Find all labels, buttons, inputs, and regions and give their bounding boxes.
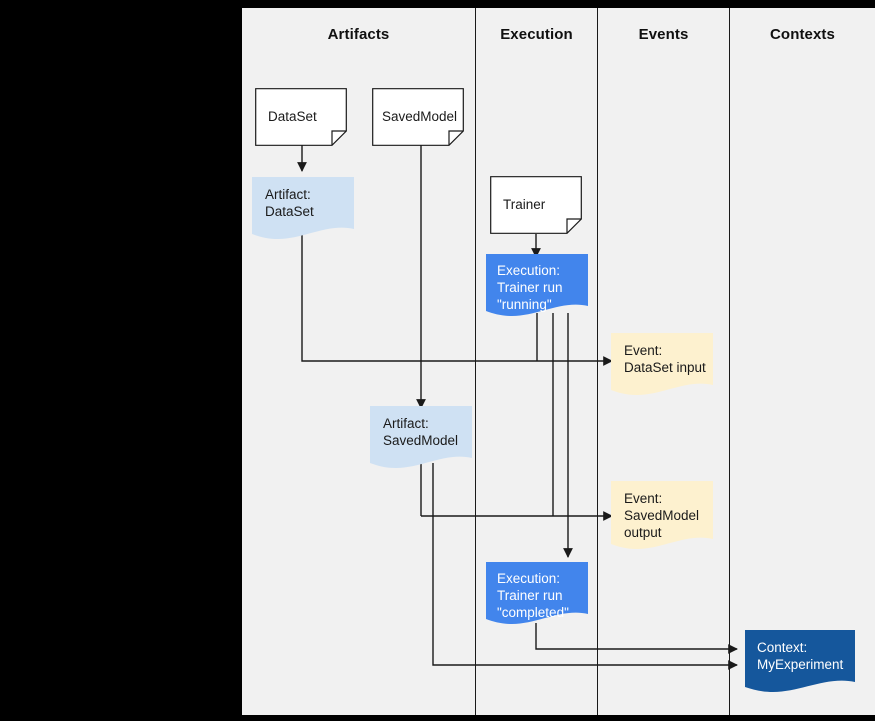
note-shape [611,481,713,549]
node-event-savedmodel-output[interactable]: Event: SavedModel output [611,481,713,551]
note-shape [745,630,855,692]
column-header-artifacts: Artifacts [327,26,390,43]
node-execution-completed[interactable]: Execution: Trainer run "completed" [486,562,588,626]
column-header-contexts: Contexts [770,26,835,43]
document-shape [490,176,582,234]
document-shape [372,88,464,146]
node-artifact-dataset[interactable]: Artifact: DataSet [252,177,354,241]
node-context-myexperiment[interactable]: Context: MyExperiment [745,630,855,694]
node-execution-running[interactable]: Execution: Trainer run "running" [486,254,588,318]
note-shape [611,333,713,395]
note-shape [486,254,588,316]
node-dataset-document[interactable]: DataSet [255,88,347,146]
node-event-dataset-input[interactable]: Event: DataSet input [611,333,713,397]
document-shape [255,88,347,146]
column-divider-events-contexts [729,8,730,715]
node-artifact-savedmodel[interactable]: Artifact: SavedModel [370,406,472,470]
node-savedmodel-document[interactable]: SavedModel [372,88,464,146]
edge-artifact-savedmodel-to-context [432,463,738,670]
edge-artifact-dataset-to-event [301,232,613,366]
note-shape [486,562,588,624]
note-shape [370,406,472,468]
diagram-canvas: Artifacts Execution Events Contexts [242,8,875,715]
column-header-execution: Execution [500,26,573,43]
connector-layer [297,145,738,670]
node-trainer-document[interactable]: Trainer [490,176,582,234]
column-header-events: Events [638,26,689,43]
note-shape [252,177,354,239]
edge-execution-completed-to-context [535,623,738,654]
